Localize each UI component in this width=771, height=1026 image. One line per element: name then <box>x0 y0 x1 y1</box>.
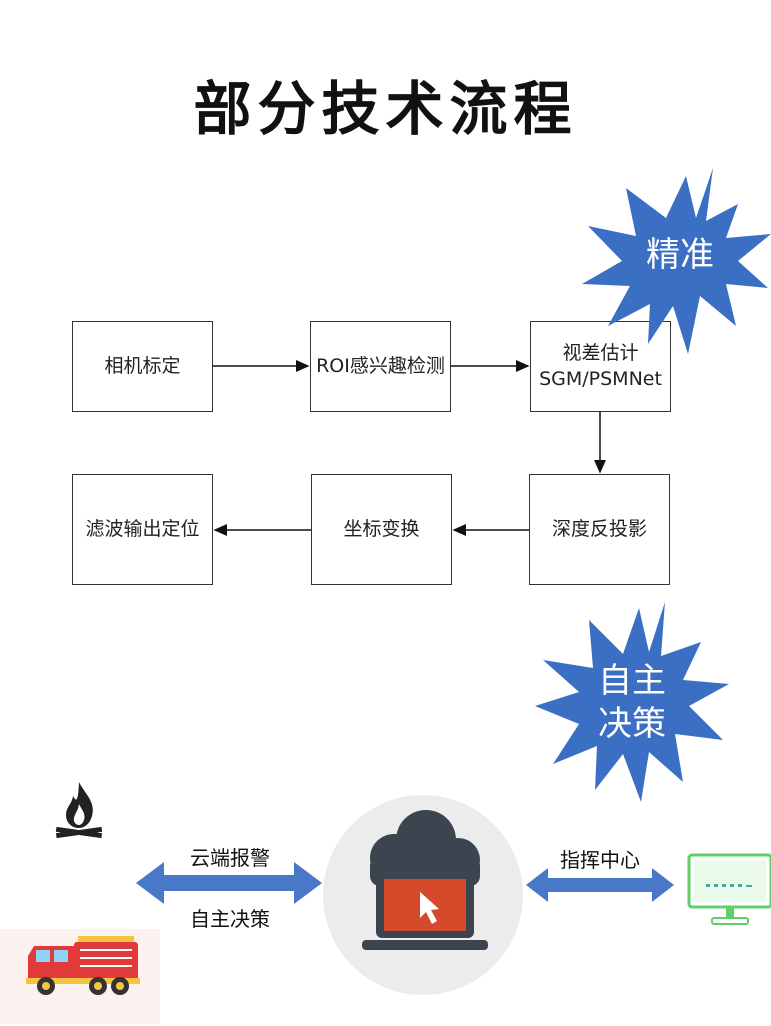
badge-autonomous-line2: 决策 <box>598 703 666 744</box>
box-label: 滤波输出定位 <box>85 517 200 540</box>
monitor-icon <box>687 853 771 925</box>
badge-autonomous-line1: 自主 <box>598 661 666 701</box>
fire-icon <box>55 782 103 839</box>
page-title: 部分技术流程 <box>193 75 578 143</box>
label-command-center: 指挥中心 <box>560 848 640 872</box>
double-arrow-right-icon <box>526 868 674 902</box>
badge-autonomous-text: 自主 决策 <box>582 660 682 745</box>
starburst-precise-icon <box>582 168 771 354</box>
box-depth-backprojection: 深度反投影 <box>529 474 670 585</box>
label-autonomous-decision: 自主决策 <box>190 907 270 931</box>
box-label: 坐标变换 <box>343 517 420 540</box>
box-label: 相机标定 <box>104 354 181 377</box>
box-coordinate-transform: 坐标变换 <box>311 474 452 585</box>
box-label: ROI感兴趣检测 <box>316 354 445 377</box>
box-label: SGM/PSMNet <box>539 367 662 390</box>
box-disparity-estimation: 视差估计 SGM/PSMNet <box>530 321 671 412</box>
fire-truck-icon <box>26 936 140 995</box>
box-roi-detection: ROI感兴趣检测 <box>310 321 451 412</box>
box-label: 视差估计 <box>562 341 639 364</box>
cloud-laptop-icon <box>323 795 523 995</box>
double-arrow-left-icon <box>136 862 322 904</box>
label-cloud-alarm: 云端报警 <box>190 846 270 870</box>
box-camera-calibration: 相机标定 <box>72 321 213 412</box>
box-filter-output: 滤波输出定位 <box>72 474 213 585</box>
starburst-autonomous-icon <box>535 602 729 802</box>
box-label: 深度反投影 <box>551 517 647 540</box>
badge-precise-text: 精准 <box>646 235 714 275</box>
